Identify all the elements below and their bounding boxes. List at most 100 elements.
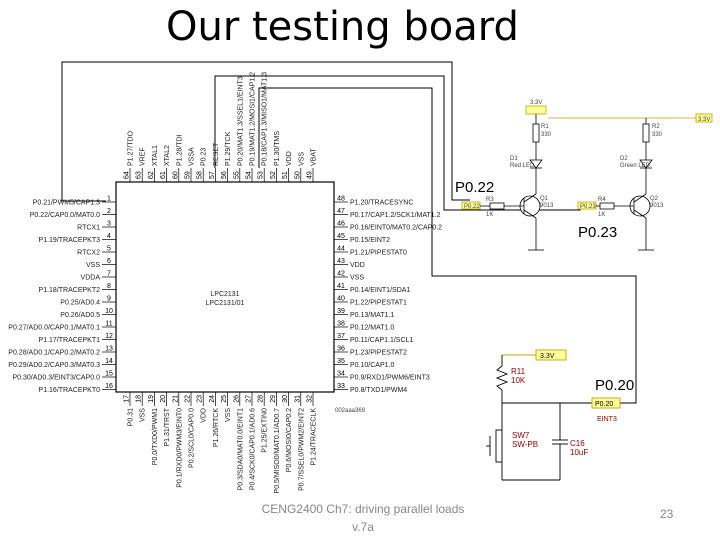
led-circuit — [461, 105, 713, 251]
right-pin-number: 39 — [337, 308, 345, 315]
right-pin-label: P1.20/TRACESYNC — [350, 200, 413, 207]
top-pin-label: XTAL2 — [164, 145, 171, 166]
left-pin-label: RTCX2 — [77, 250, 100, 257]
bottom-pin-label: P1.24/TRACECLK — [311, 408, 318, 466]
top-pin-number: 55 — [233, 171, 240, 179]
bottom-pin-label: P0.2/SCL0/CAP0.0 — [189, 408, 196, 468]
top-pin-label: P0.20/MAT1.3/SSEL1/EINT3 — [237, 76, 244, 166]
switch-net-label: P0.20 — [595, 401, 613, 408]
led-d2 — [639, 159, 653, 169]
left-pin-number: 11 — [105, 321, 112, 328]
top-pin-label: P0.19/MAT1.2/MOSI1/CAP1.2 — [250, 72, 257, 166]
resistor-r2 — [642, 123, 650, 143]
left-pin-number: 15 — [105, 371, 113, 378]
right-pin-label: VDD — [350, 262, 365, 269]
right-pin-label: P0.8/TXD1/PWM4 — [350, 387, 407, 394]
r3-value: 1K — [486, 212, 493, 218]
d1-label: D1 — [510, 156, 518, 162]
bottom-pin-label: P0.7/SSEL0/PWM2/EINT2 — [298, 408, 305, 491]
left-pin-label: P0.28/AD0.1/CAP0.2/MAT0.2 — [8, 350, 100, 357]
r11-value: 10K — [511, 376, 526, 385]
left-pin-label: VSS — [86, 262, 100, 269]
led-d1 — [529, 159, 543, 169]
resistor-r4 — [599, 202, 615, 210]
slide-title: Our testing board — [166, 4, 519, 50]
right-pin-label: P0.17/CAP1.2/SCK1/MAT1.2 — [350, 212, 441, 219]
bottom-pin-number: 25 — [221, 395, 228, 403]
r1-value: 330 — [541, 132, 552, 138]
top-pin-number: 60 — [172, 171, 179, 179]
bottom-pin-number: 29 — [270, 395, 277, 403]
bottom-pin-number: 26 — [233, 395, 240, 403]
callout-p022: P0.22 — [454, 179, 496, 196]
bottom-pin-label: P0.6/MOSI0/CAP0.2 — [286, 408, 293, 472]
r2-value: 330 — [652, 132, 663, 138]
bottom-pin-label: VSS — [225, 408, 232, 422]
left-pin-number: 6 — [107, 258, 111, 265]
callout-p020: P0.20 — [594, 377, 636, 394]
r2-label: R2 — [652, 124, 660, 130]
left-pin-label: P1.18/TRACEPKT2 — [39, 287, 101, 294]
top-pin-number: 50 — [294, 171, 301, 179]
left-pin-number: 4 — [107, 233, 111, 240]
left-pin-label: P0.25/AD0.4 — [60, 300, 100, 307]
chip-top-pins: P1.27/TDO64VREF63XTAL162XTAL261P1.28/TDI… — [124, 72, 318, 182]
left-pin-label: P1.17/TRACEPKT1 — [39, 337, 101, 344]
top-pin-label: VDD — [286, 151, 293, 166]
r4-label: R4 — [598, 197, 606, 203]
left-pin-number: 9 — [107, 296, 111, 303]
top-pin-label: P1.27/TDO — [128, 130, 135, 166]
top-pin-number: 62 — [148, 171, 155, 179]
footer-line-1: CENG2400 Ch7: driving parallel loads — [261, 502, 465, 516]
top-pin-number: 53 — [258, 171, 265, 179]
left-pin-label: P1.16/TRACEPKT0 — [39, 387, 101, 394]
eint-label: EINT3 — [597, 416, 617, 423]
top-pin-label: P0.23 — [201, 148, 208, 166]
right-pin-number: 35 — [337, 358, 345, 365]
top-pin-number: 59 — [185, 171, 192, 179]
q1-label: Q1 — [540, 196, 549, 202]
bottom-pin-number: 32 — [307, 395, 314, 403]
left-pin-label: P0.22/CAP0.0/MAT0.0 — [30, 212, 100, 219]
left-pin-label: P1.19/TRACEPKT3 — [39, 237, 101, 244]
supply-left-label: 3.3V — [530, 100, 542, 106]
bottom-pin-number: 21 — [172, 395, 179, 403]
chip-right-pins: P1.20/TRACESYNC48P0.17/CAP1.2/SCK1/MAT1.… — [334, 196, 442, 394]
bottom-pin-number: 23 — [197, 395, 204, 403]
right-pin-number: 46 — [337, 221, 345, 228]
bottom-pin-label: P0.4/SCK0/CAP0.1/AD0.6 — [250, 408, 257, 490]
top-pin-label: P0.18/CAP1.3/MISO1/MAT1.3 — [262, 72, 269, 166]
chip-ref: 002aaa369 — [335, 408, 366, 414]
right-pin-label: P1.23/PIPESTAT2 — [350, 350, 407, 357]
d2-label: D2 — [620, 156, 628, 162]
callout-p023: P0.23 — [577, 224, 619, 241]
left-pin-number: 2 — [107, 208, 111, 215]
bottom-pin-label: VDD — [201, 408, 208, 423]
switch-supply-label: 3.3V — [540, 353, 555, 360]
footer-line-2: v.7a — [352, 520, 374, 534]
c16-value: 10uF — [570, 448, 588, 457]
bottom-pin-number: 28 — [258, 395, 265, 403]
left-pin-label: P0.29/AD0.2/CAP0.3/MAT0.3 — [8, 362, 100, 369]
bottom-pin-number: 24 — [209, 395, 216, 403]
left-pin-number: 5 — [107, 246, 111, 253]
q2-label: Q2 — [650, 196, 659, 202]
switch-net-box — [591, 397, 621, 409]
bottom-pin-label: P0.3/SDA0/MAT0.0/EINT1 — [237, 408, 244, 490]
top-pin-label: P1.30/TMS — [274, 131, 281, 166]
top-pin-number: 64 — [124, 171, 131, 179]
bottom-pin-label: P0.31 — [128, 408, 135, 426]
top-pin-label: VSS — [298, 152, 305, 166]
top-pin-number: 63 — [136, 171, 143, 179]
right-pin-number: 44 — [337, 246, 345, 253]
chip-bottom-pins: P0.3117VSS18P0.0/TXD0/PWM119P1.31/TRST20… — [124, 392, 318, 493]
supply-box-left — [525, 105, 547, 115]
left-pin-label: P0.27/AD0.0/CAP0.1/MAT0.1 — [8, 325, 100, 332]
top-pin-label: P1.28/TDI — [176, 134, 183, 166]
chip-name-2: LPC2131/01 — [206, 300, 245, 307]
sw7-label: SW7 — [512, 431, 530, 440]
net-box-left — [461, 201, 481, 210]
top-pin-number: 49 — [307, 171, 314, 179]
right-pin-label: P0.12/MAT1.0 — [350, 325, 394, 332]
